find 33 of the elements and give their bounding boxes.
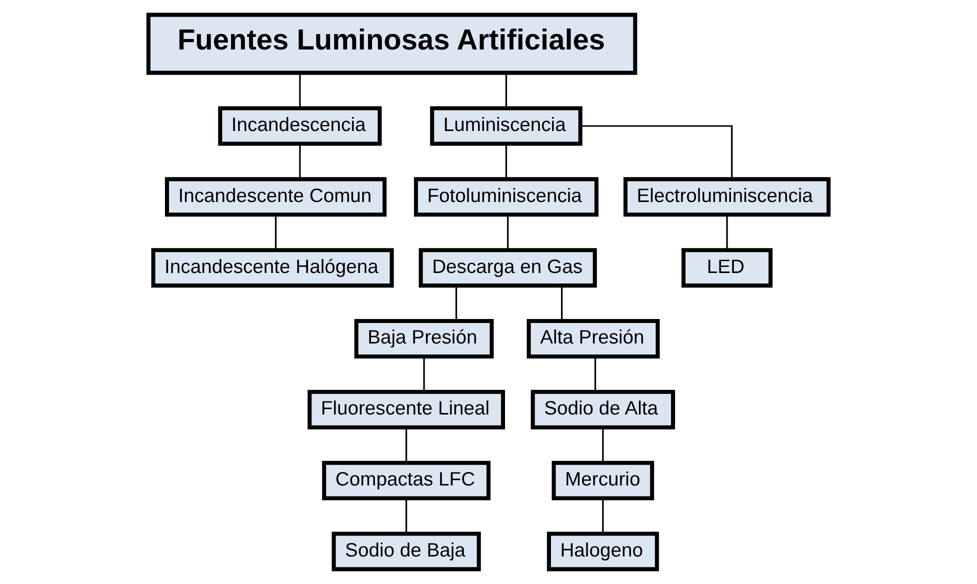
node-box: Baja Presión [354,319,494,358]
connector [580,125,733,180]
connector [507,214,509,250]
connector [299,144,301,179]
connector [594,356,596,392]
node-box: Fluorescente Lineal [308,390,506,430]
node-box: Compactas LFC [322,460,491,500]
connector [561,286,563,321]
node-box: Sodio de Alta [530,390,676,430]
node-box: Halogeno [546,532,659,572]
node-box: Luminiscencia [430,106,582,146]
connector [726,214,728,250]
connector [602,498,604,534]
node-box: Incandescencia [218,106,382,146]
node-box: Incandescente Halógena [151,248,394,288]
node-box: Descarga en Gas [418,248,597,288]
connector [406,498,408,534]
node-box: Mercurio [552,460,654,500]
node-box: Electroluminiscencia [623,177,831,217]
node-box: Incandescente Comun [164,177,387,217]
connector [505,73,508,108]
connector [455,286,458,321]
connector [602,428,604,462]
node-box: Sodio de Baja [332,532,481,572]
node-box: LED [682,248,773,288]
node-box: Fuentes Luminosas Artificiales [146,12,638,75]
connector [423,356,425,392]
connector [274,214,277,250]
connector [406,428,408,462]
node-box: Alta Presión [526,319,660,358]
connector [299,73,301,108]
connector [505,144,508,179]
node-box: Fotoluminiscencia [414,177,598,217]
